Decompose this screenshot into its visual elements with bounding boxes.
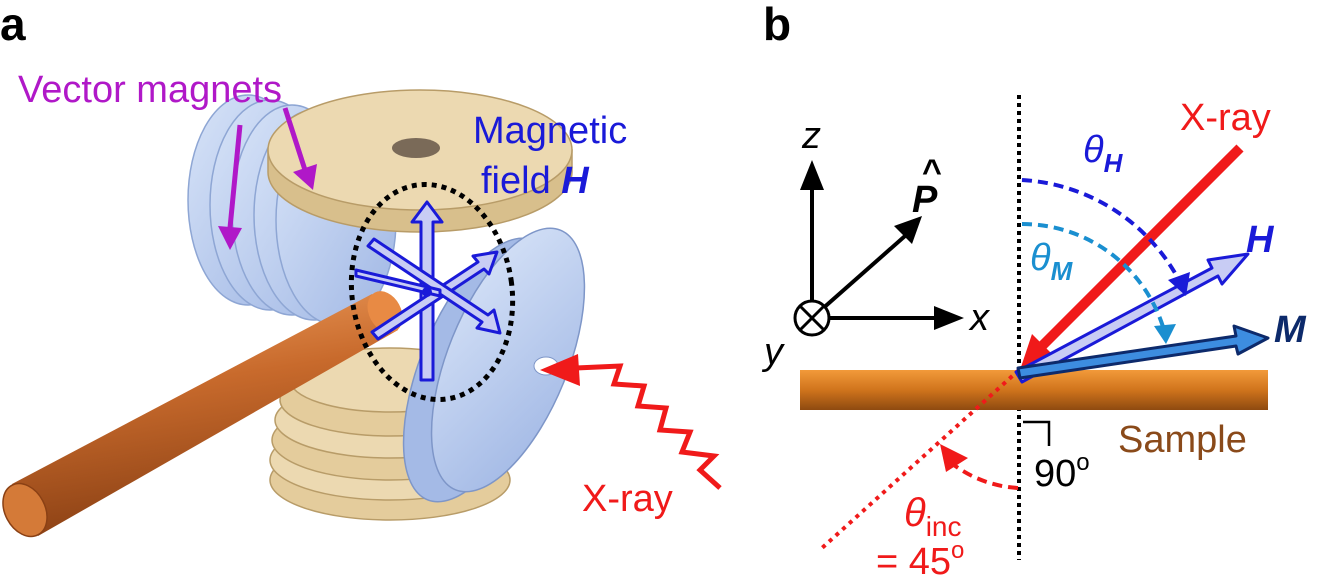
panel-a: a xyxy=(0,0,722,538)
label-vector-magnets: Vector magnets xyxy=(18,69,282,111)
label-p: P xyxy=(912,179,938,221)
theta-h-arc xyxy=(1021,178,1182,283)
panel-letter-a: a xyxy=(0,0,26,50)
label-axis-z: z xyxy=(801,115,821,157)
label-theta-inc: θinc xyxy=(904,491,962,542)
label-theta-m: θM xyxy=(1030,237,1074,286)
label-theta-h: θH xyxy=(1083,129,1124,178)
label-axis-y: y xyxy=(761,331,785,373)
panel-letter-b: b xyxy=(763,0,791,50)
vector-magnets-pointers xyxy=(218,107,317,250)
xray-wave-a xyxy=(540,354,722,490)
label-field: field H xyxy=(481,160,590,202)
xray-beam-b xyxy=(1038,144,1244,350)
label-sample: Sample xyxy=(1118,419,1247,461)
label-m-vector: M xyxy=(1274,309,1307,351)
right-angle-mark xyxy=(1023,420,1051,446)
label-magnetic: Magnetic xyxy=(473,110,627,152)
m-vector xyxy=(1016,324,1270,380)
label-h-vector: H xyxy=(1246,219,1275,261)
top-coil-disk xyxy=(267,89,573,233)
right-coil-disk xyxy=(402,227,586,503)
coordinate-axes xyxy=(793,160,964,337)
label-p-hat: ^ xyxy=(922,153,942,191)
label-right-angle: 90o xyxy=(1034,449,1090,495)
panel-b: b z x y ^ P xyxy=(761,0,1307,581)
theta-inc-arc xyxy=(948,460,1019,490)
label-axis-x: x xyxy=(968,297,991,339)
field-arrows xyxy=(354,200,502,382)
theta-m-arc xyxy=(1021,222,1166,331)
field-region-outline xyxy=(348,181,516,403)
label-inc-value: = 45o xyxy=(876,537,964,581)
label-xray-b: X-ray xyxy=(1180,97,1271,139)
label-xray-a: X-ray xyxy=(582,478,673,520)
